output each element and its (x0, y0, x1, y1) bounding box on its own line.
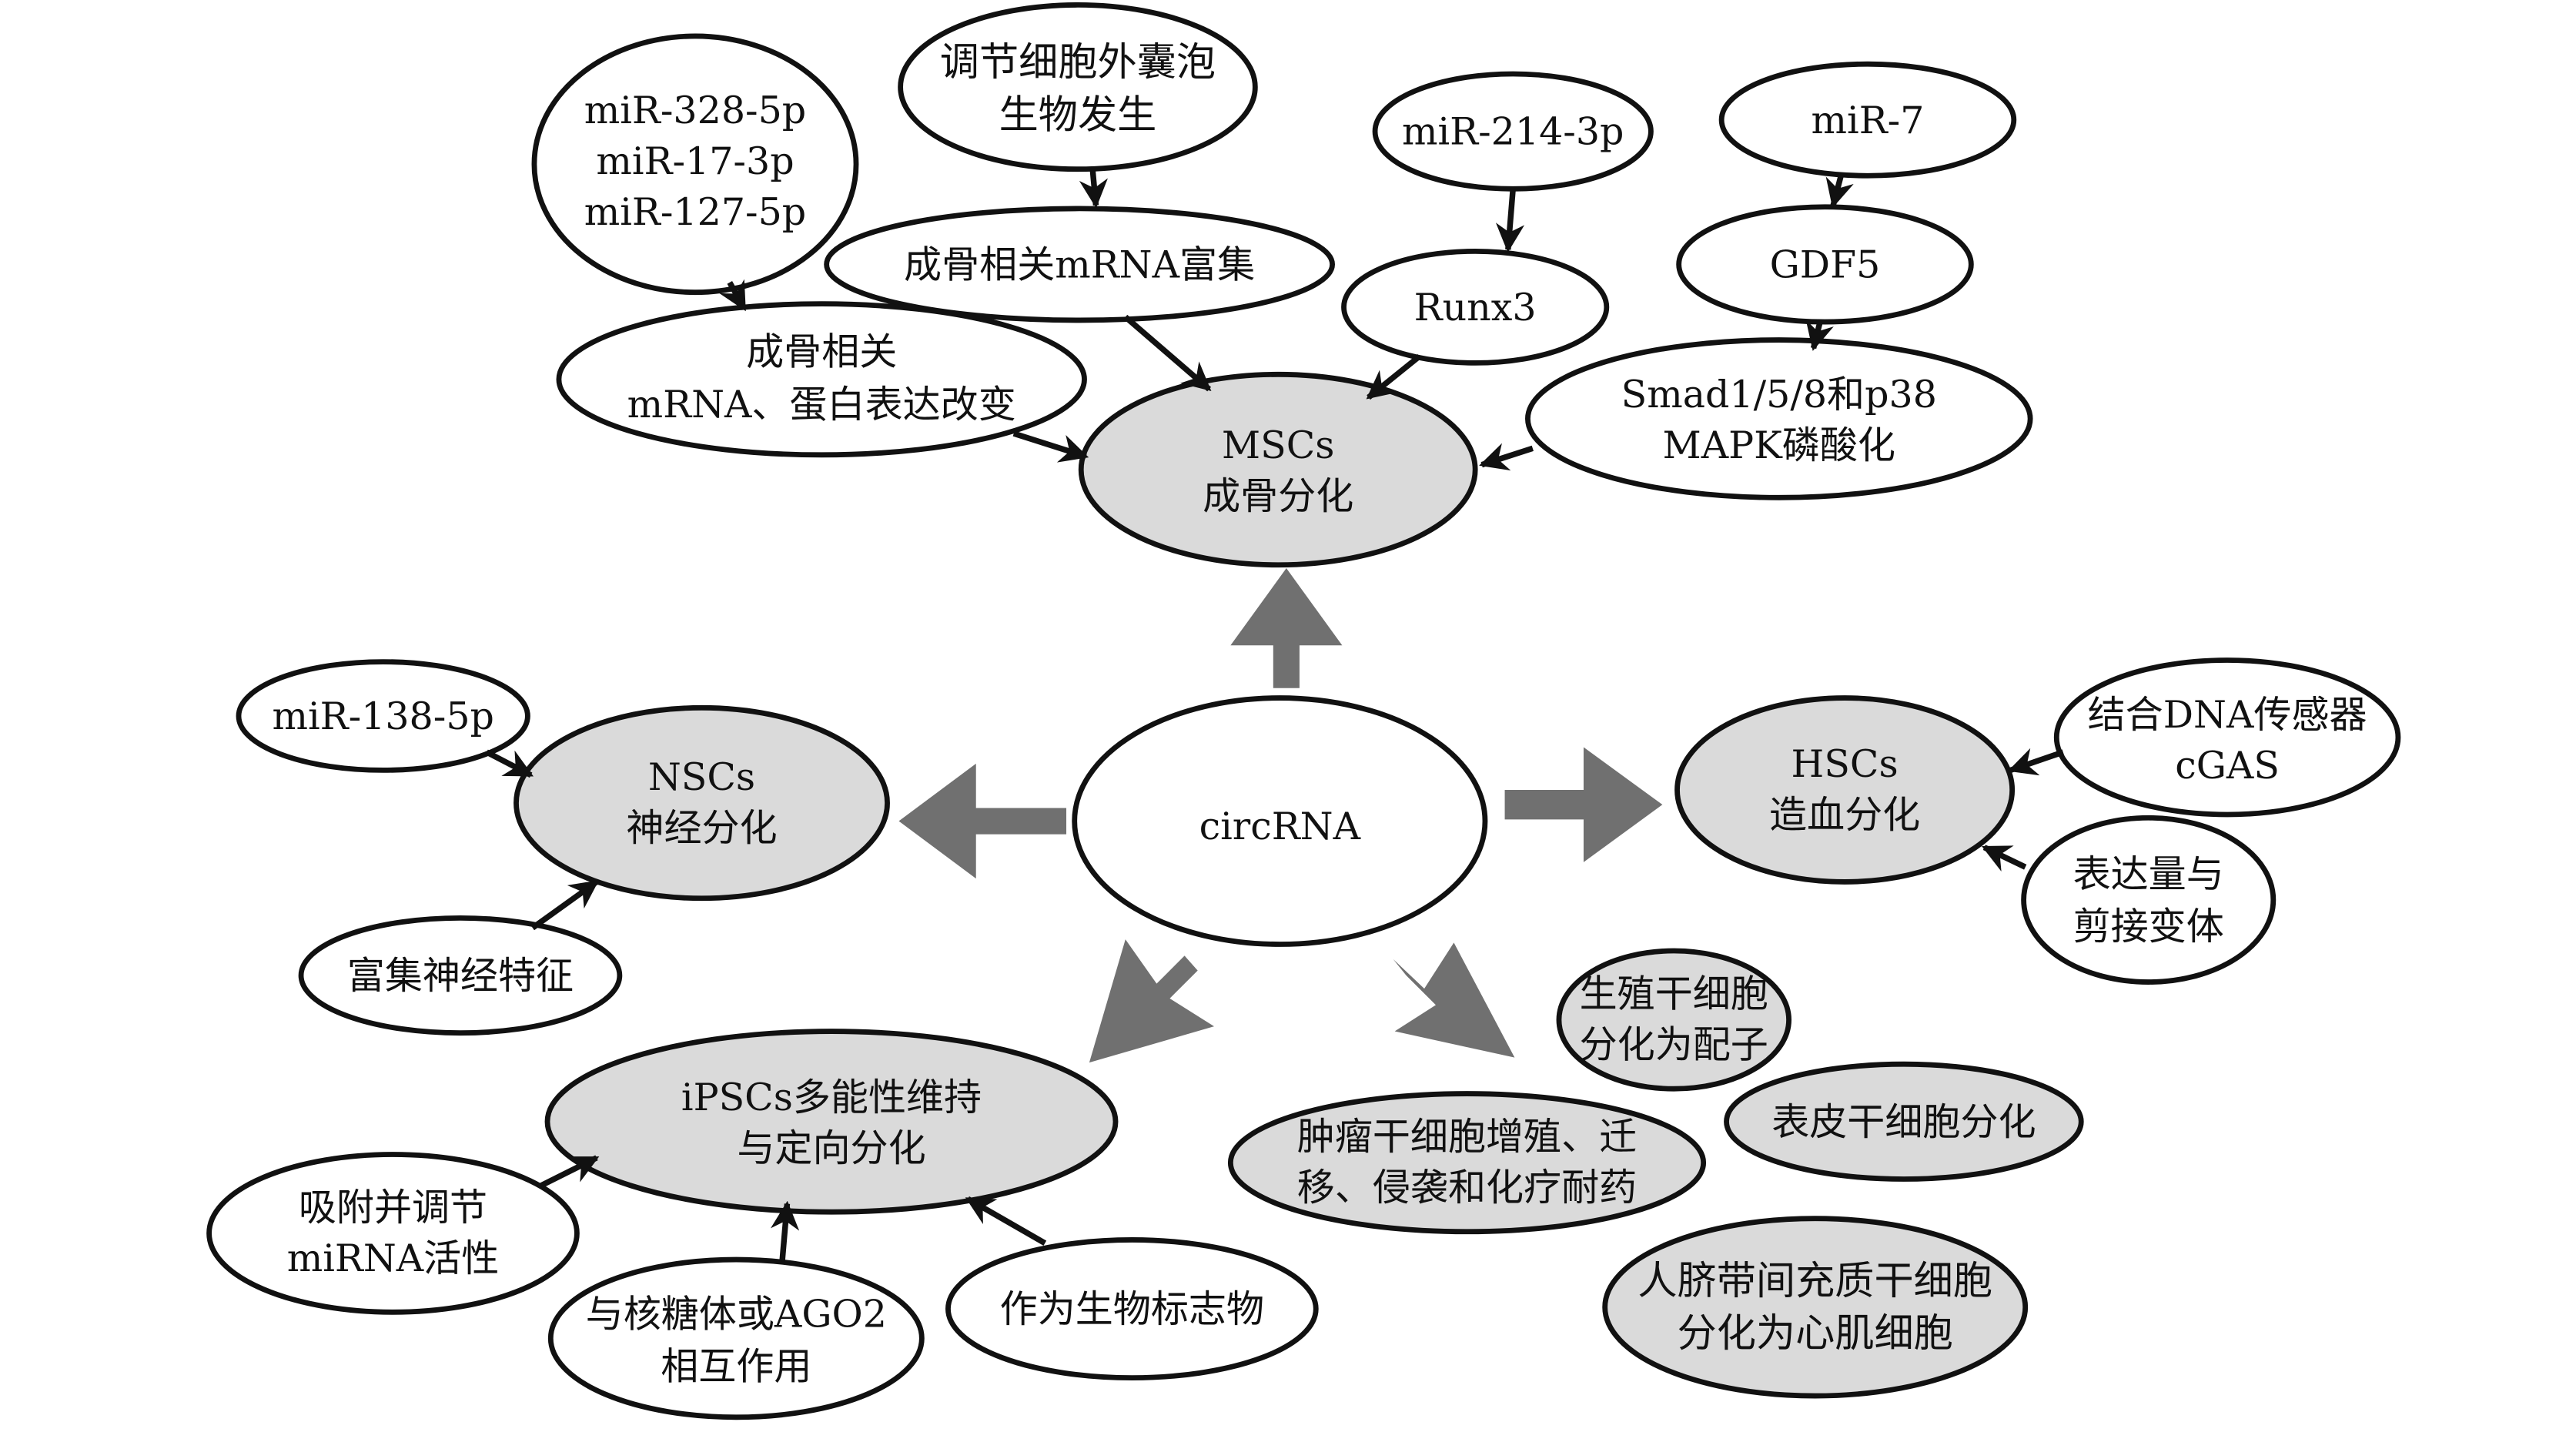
arrow-biomarker-to-ipscs (965, 1196, 1047, 1246)
node-ribosome (547, 1256, 925, 1420)
big-arrow-down-left (1089, 939, 1215, 1063)
node-germ (1556, 948, 1791, 1092)
mscs-label-1: MSCs (1222, 423, 1335, 467)
arrow-ev-to-mrna-enrich (1079, 169, 1108, 209)
circrna-label: circRNA (1199, 804, 1361, 848)
arrow-sponge-to-ipscs (539, 1155, 600, 1189)
node-mir138 (236, 659, 530, 773)
mir-cluster-label-2: miR-17-3p (596, 139, 794, 183)
runx3-label: Runx3 (1414, 285, 1537, 330)
cgas-label-1: 结合DNA传感器 (2088, 692, 2367, 737)
node-tumor (1227, 1091, 1707, 1235)
ribosome-label-1: 与核糖体或AGO2 (586, 1291, 887, 1336)
ev-biogenesis-label-1: 调节细胞外囊泡 (940, 39, 1216, 85)
node-mir7 (1718, 61, 2017, 179)
node-epidermal (1724, 1061, 2084, 1182)
big-arrow-up (1230, 568, 1343, 688)
arrow-runx3-to-mscs (1366, 353, 1421, 400)
mir7-label: miR-7 (1812, 98, 1925, 142)
smad-label-2: MAPK磷酸化 (1663, 423, 1895, 467)
arrow-mrna-enrich-to-mscs (1123, 314, 1212, 392)
node-hscs (1674, 695, 2016, 885)
node-ellipses (206, 2, 2401, 1420)
node-umbilical (1602, 1216, 2029, 1399)
arrow-mir-cluster-to-mrna-change (719, 279, 748, 312)
node-smad (1525, 337, 2033, 500)
smad-label-1: Smad1/5/8和p38 (1621, 372, 1937, 417)
biomarker-label: 作为生物标志物 (1000, 1286, 1264, 1331)
node-mrna-enrich (824, 206, 1336, 323)
connector-arrows (485, 169, 2065, 1262)
mirna-sponge-label-2: miRNA活性 (287, 1236, 500, 1280)
ev-biogenesis-label-2: 生物发生 (999, 92, 1157, 138)
node-mirna-sponge (206, 1152, 580, 1315)
arrow-mir138-to-nscs (485, 749, 534, 778)
big-arrow-left (898, 763, 1067, 879)
arrow-smad-to-mscs (1479, 443, 1534, 471)
nscs-label-2: 神经分化 (626, 805, 777, 850)
cgas-label-2: cGAS (2175, 743, 2280, 788)
arrow-mrna-change-to-mscs (1012, 430, 1089, 463)
node-mscs (1078, 371, 1478, 568)
germ-label-1: 生殖干细胞 (1580, 972, 1768, 1016)
node-ipscs (544, 1029, 1119, 1215)
umbilical-label-1: 人脐带间充质干细胞 (1638, 1258, 1992, 1304)
ipscs-label-2: 与定向分化 (737, 1126, 925, 1170)
umbilical-label-2: 分化为心肌细胞 (1678, 1310, 1953, 1357)
tumor-label-1: 肿瘤干细胞增殖、迁 (1297, 1114, 1637, 1159)
node-splice (2021, 815, 2277, 985)
arrow-mir7-to-gdf5 (1825, 173, 1854, 209)
tumor-label-2: 移、侵袭和化疗耐药 (1297, 1165, 1637, 1210)
hscs-label-1: HSCs (1791, 741, 1899, 786)
node-nscs (514, 704, 890, 902)
mrna-change-label-1: 成骨相关 (746, 330, 897, 374)
ipscs-label-1: iPSCs多能性维持 (681, 1075, 982, 1119)
arrow-neural-to-nscs (530, 879, 600, 931)
epidermal-label: 表皮干细胞分化 (1771, 1099, 2036, 1144)
ribosome-label-2: 相互作用 (661, 1344, 811, 1389)
arrow-gdf5-to-smad (1805, 320, 1834, 351)
germ-label-2: 分化为配子 (1580, 1022, 1768, 1067)
neural-label: 富集神经特征 (347, 953, 574, 998)
mirna-sponge-label-1: 吸附并调节 (299, 1185, 487, 1230)
mscs-label-2: 成骨分化 (1203, 473, 1353, 518)
mir-cluster-label-1: miR-328-5p (584, 88, 806, 132)
gdf5-label: GDF5 (1770, 242, 1881, 286)
node-cgas (2053, 657, 2401, 818)
mir138-label: miR-138-5p (272, 694, 494, 738)
big-arrow-right (1504, 747, 1663, 862)
node-mir-cluster (531, 33, 859, 296)
node-runx3 (1341, 248, 1610, 366)
mir-cluster-label-3: miR-127-5p (584, 189, 806, 234)
arrow-mir214-to-runx3 (1495, 188, 1525, 253)
arrow-splice-to-hscs (1982, 845, 2027, 872)
node-circrna (1072, 695, 1488, 947)
node-neural (298, 915, 623, 1036)
mrna-enrich-label: 成骨相关mRNA富集 (904, 242, 1255, 286)
mir214-label: miR-214-3p (1402, 109, 1624, 154)
node-ev-biogenesis (898, 2, 1258, 172)
big-arrow-down-right (1393, 942, 1515, 1058)
node-mrna-change (556, 301, 1087, 458)
labels: circRNA MSCs 成骨分化 miR-328-5p miR-17-3p m… (272, 39, 2367, 1389)
arrow-ribosome-to-ipscs (770, 1200, 800, 1262)
mrna-change-label-2: mRNA、蛋白表达改变 (627, 382, 1016, 427)
hscs-label-2: 造血分化 (1769, 792, 1920, 837)
splice-label-1: 表达量与 (2073, 852, 2224, 896)
nscs-label-1: NSCs (648, 754, 755, 799)
arrow-cgas-to-hscs (2008, 748, 2065, 776)
splice-label-2: 剪接变体 (2073, 904, 2224, 949)
node-biomarker (945, 1237, 1319, 1381)
